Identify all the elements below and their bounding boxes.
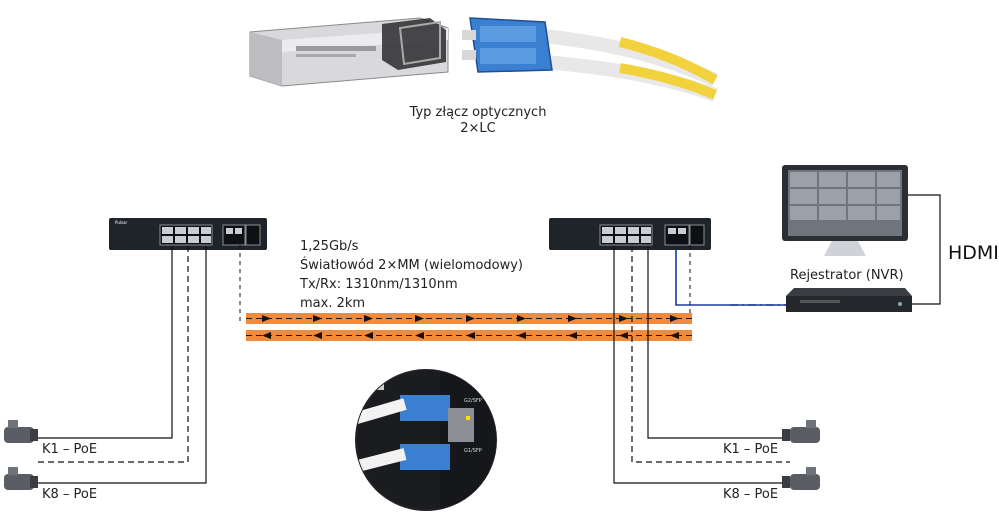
fiber-spec-distance: max. 2km xyxy=(300,296,366,311)
fiber-arrow-rx xyxy=(313,332,322,339)
fiber-arrow-rx xyxy=(466,332,475,339)
fiber-arrow-tx xyxy=(568,315,577,322)
connector-caption: Typ złącz optycznych 2×LC xyxy=(400,105,556,137)
fiber-arrow-tx xyxy=(313,315,322,322)
lc-connector-icon xyxy=(462,17,718,102)
camera-left-k1-icon xyxy=(4,420,38,443)
fiber-link xyxy=(246,313,692,341)
fiber-arrow-tx xyxy=(364,315,373,322)
nvr-label: Rejestrator (NVR) xyxy=(790,268,904,283)
fiber-arrow-rx xyxy=(619,332,628,339)
fiber-arrow-rx xyxy=(568,332,577,339)
monitor-icon xyxy=(782,165,908,256)
camera-left-k8-icon xyxy=(4,467,38,490)
sfp-module-icon xyxy=(249,17,449,87)
nvr-icon xyxy=(786,288,912,312)
hdmi-label: HDMI xyxy=(948,242,999,264)
fiber-arrow-tx xyxy=(262,315,271,322)
fiber-arrow-rx xyxy=(364,332,373,339)
svg-text:G1/SFP: G1/SFP xyxy=(464,448,482,454)
fiber-spec-speed: 1,25Gb/s xyxy=(300,239,359,254)
right-camera-k1-label: K1 – PoE xyxy=(723,442,779,457)
fiber-arrow-tx xyxy=(619,315,628,322)
svg-text:Pulsar: Pulsar xyxy=(115,220,128,225)
right-switch-icon xyxy=(549,218,711,250)
fiber-arrow-rx xyxy=(415,332,424,339)
camera-right-k8-icon xyxy=(782,467,820,490)
connector-caption-line2: 2×LC xyxy=(460,121,496,136)
fiber-arrow-tx xyxy=(466,315,475,322)
fiber-arrow-tx xyxy=(415,315,424,322)
uplink-cable xyxy=(675,250,786,306)
fiber-arrow-rx xyxy=(670,332,679,339)
camera-right-k1-icon xyxy=(782,420,820,443)
hdmi-cable xyxy=(908,194,941,305)
fiber-arrow-rx xyxy=(262,332,271,339)
svg-text:G2/SFP: G2/SFP xyxy=(464,398,482,404)
left-camera-k8-label: K8 – PoE xyxy=(42,487,98,502)
sfp-closeup-icon: G2/SFP G1/SFP xyxy=(355,369,497,511)
fiber-spec-wavelength: Tx/Rx: 1310nm/1310nm xyxy=(300,277,458,292)
right-camera-k8-label: K8 – PoE xyxy=(723,487,779,502)
fiber-spec-type: Światłowód 2×MM (wielomodowy) xyxy=(300,258,524,273)
fiber-arrow-tx xyxy=(517,315,526,322)
connector-caption-line1: Typ złącz optycznych xyxy=(409,105,547,120)
fiber-specs: 1,25Gb/s Światłowód 2×MM (wielomodowy) T… xyxy=(300,237,523,313)
right-camera-cables xyxy=(613,246,790,484)
fiber-arrow-rx xyxy=(517,332,526,339)
left-camera-cables xyxy=(38,246,207,484)
left-camera-k1-label: K1 – PoE xyxy=(42,442,98,457)
fiber-arrow-tx xyxy=(670,315,679,322)
left-switch-icon: Pulsar xyxy=(109,218,267,250)
